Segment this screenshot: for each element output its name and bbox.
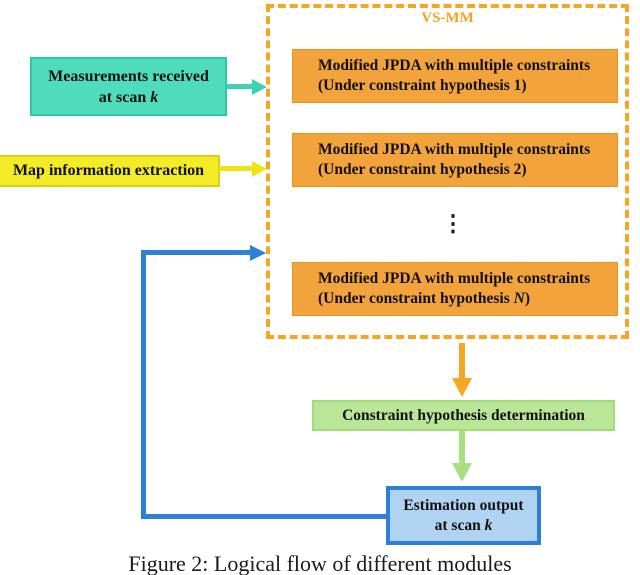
output-line1: Estimation output xyxy=(403,496,524,514)
jpdaN-line2: (Under constraint hypothesis N) xyxy=(318,290,531,307)
jpda2-line1: Modified JPDA with multiple constraints xyxy=(318,141,591,158)
hypothesis-n-var: N xyxy=(513,290,525,307)
node-measurements-received: Measurements received at scan k xyxy=(30,57,227,116)
node-jpda-hypothesis-n: Modified JPDA with multiple constraints … xyxy=(292,262,618,316)
node-map-information: Map information extraction xyxy=(0,155,220,187)
map-label: Map information extraction xyxy=(12,162,205,179)
determination-label: Constraint hypothesis determination xyxy=(342,406,585,424)
vsmm-container: VS-MM xyxy=(266,4,629,339)
node-jpda-hypothesis-2: Modified JPDA with multiple constraints … xyxy=(292,133,618,187)
jpdaN-line1: Modified JPDA with multiple constraints xyxy=(318,270,591,287)
output-line2: at scan k xyxy=(434,516,493,534)
jpda1-line2: (Under constraint hypothesis 1) xyxy=(318,77,527,94)
node-jpda-hypothesis-1: Modified JPDA with multiple constraints … xyxy=(292,49,618,103)
node-constraint-determination: Constraint hypothesis determination xyxy=(312,400,615,431)
vertical-ellipsis: ⋮ xyxy=(441,211,465,236)
measurements-line2: at scan k xyxy=(98,88,159,106)
jpda2-line2: (Under constraint hypothesis 2) xyxy=(318,161,527,178)
measurements-line1: Measurements received xyxy=(48,67,209,85)
jpda1-line1: Modified JPDA with multiple constraints xyxy=(318,57,591,74)
vsmm-title: VS-MM xyxy=(421,10,474,26)
scan-index-var: k xyxy=(150,88,159,106)
output-scan-var: k xyxy=(484,516,493,534)
node-estimation-output: Estimation output at scan k xyxy=(386,486,541,545)
figure-caption: Figure 2: Logical flow of different modu… xyxy=(128,551,512,575)
